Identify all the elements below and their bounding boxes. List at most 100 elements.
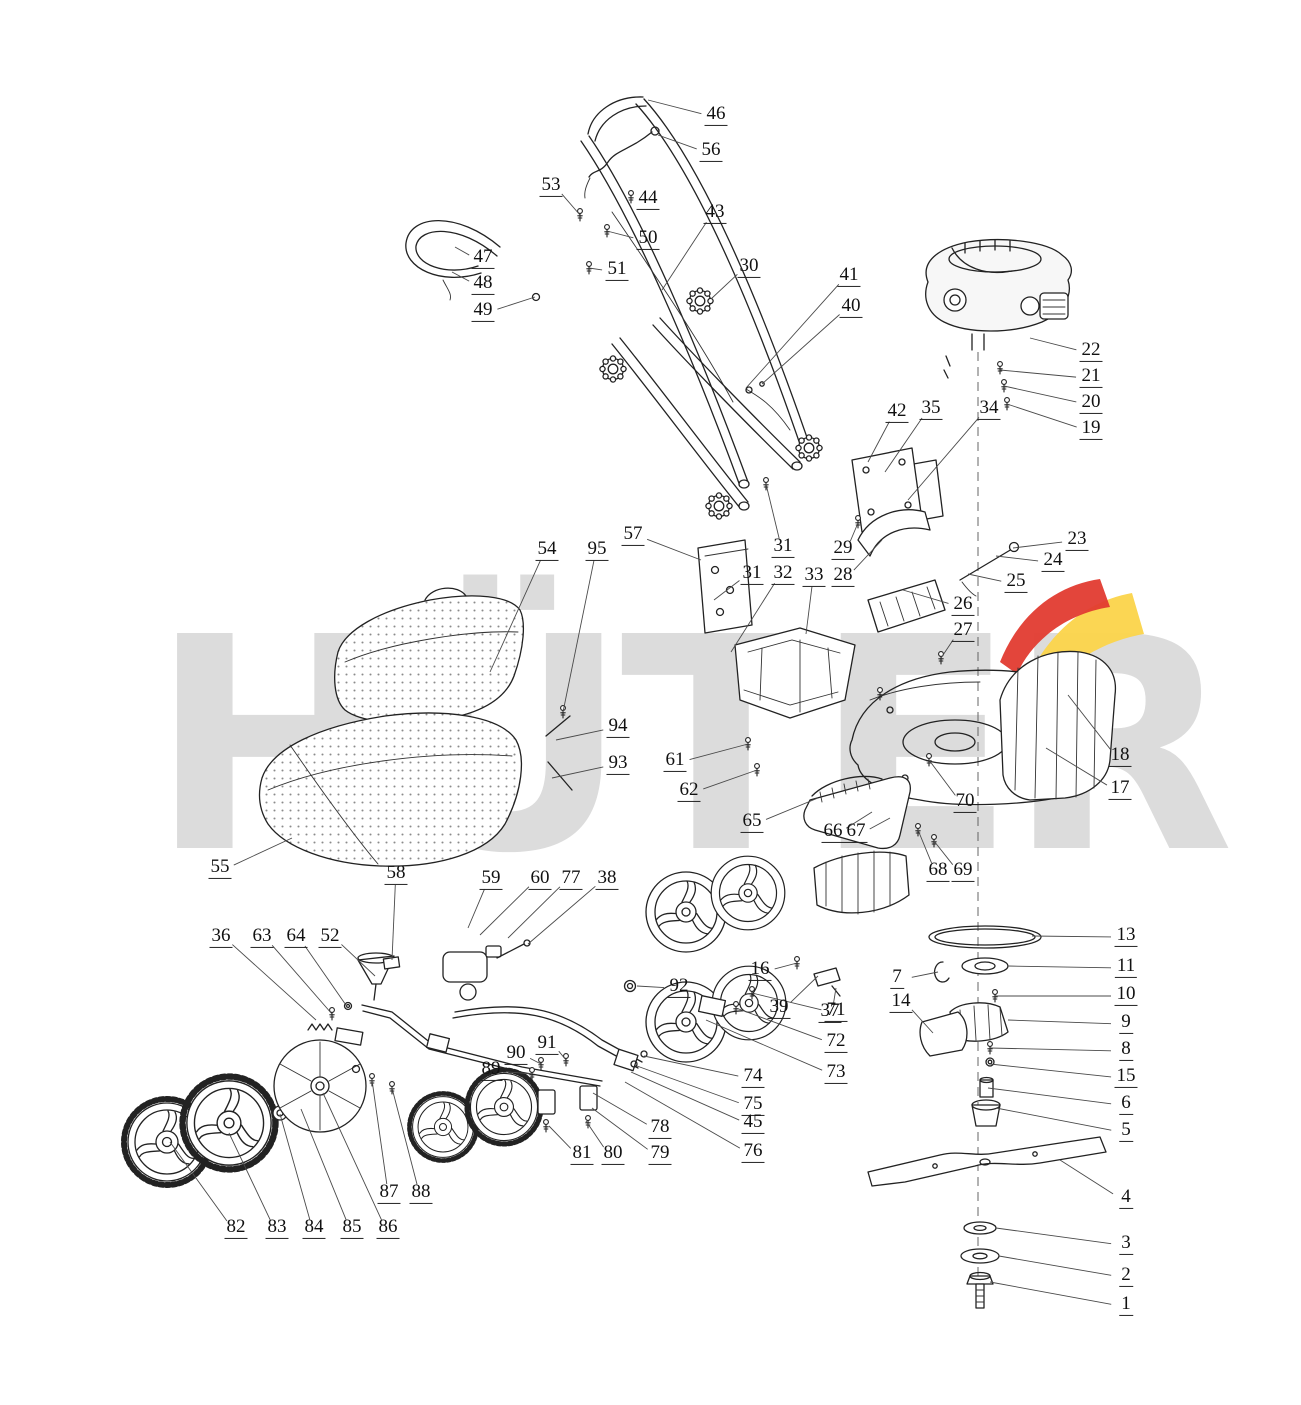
leader-line-74 bbox=[643, 1055, 739, 1077]
leader-line-49 bbox=[497, 296, 536, 310]
leader-line-22 bbox=[1029, 337, 1077, 351]
leader-line-51 bbox=[588, 267, 603, 271]
leader-line-55 bbox=[233, 837, 293, 866]
leader-line-48 bbox=[451, 271, 470, 282]
leader-line-1 bbox=[989, 1281, 1112, 1305]
engine-drawing bbox=[925, 239, 1073, 411]
wheel-disc-drawing bbox=[273, 1039, 367, 1133]
leader-line-58 bbox=[391, 884, 396, 961]
leader-line-87 bbox=[371, 1079, 388, 1185]
mid-hardware-drawing bbox=[369, 956, 598, 1133]
leader-line-94 bbox=[555, 729, 604, 741]
leader-line-8 bbox=[989, 1047, 1112, 1052]
leader-line-89 bbox=[505, 1071, 533, 1075]
leader-line-82 bbox=[169, 1141, 228, 1222]
leader-line-37 bbox=[833, 987, 837, 1004]
spring-cluster-drawing bbox=[307, 1001, 364, 1046]
leader-line-15 bbox=[989, 1063, 1112, 1078]
leader-line-33 bbox=[805, 586, 813, 635]
drive-stack-drawing bbox=[919, 925, 1042, 1127]
leader-line-52 bbox=[341, 944, 376, 977]
leader-line-31 bbox=[765, 483, 780, 539]
cable-drawing bbox=[584, 126, 660, 199]
leader-line-64 bbox=[304, 945, 349, 1009]
leader-line-17 bbox=[1045, 747, 1108, 786]
leader-line-13 bbox=[1031, 935, 1112, 938]
leader-line-36 bbox=[232, 944, 317, 1021]
leader-line-81 bbox=[548, 1125, 572, 1149]
leader-line-34 bbox=[907, 417, 980, 501]
leader-line-25 bbox=[967, 573, 1002, 582]
leader-line-75 bbox=[636, 1065, 739, 1104]
leader-line-70 bbox=[928, 759, 956, 796]
leader-line-93 bbox=[551, 766, 604, 779]
leader-line-18 bbox=[1067, 694, 1111, 750]
leader-line-91 bbox=[558, 1050, 567, 1061]
grass-bag-drawing bbox=[258, 712, 522, 867]
leader-line-88 bbox=[391, 1087, 418, 1185]
leader-line-7 bbox=[911, 971, 939, 978]
leader-line-35 bbox=[884, 417, 923, 473]
leader-line-61 bbox=[689, 743, 749, 761]
leader-line-77 bbox=[507, 886, 561, 939]
leader-line-86 bbox=[322, 1092, 382, 1221]
leader-line-28 bbox=[853, 539, 883, 571]
leader-line-29 bbox=[849, 522, 859, 542]
leader-line-67 bbox=[869, 817, 891, 830]
leader-line-4 bbox=[1059, 1159, 1114, 1195]
leader-line-79 bbox=[591, 1107, 648, 1150]
leader-line-69 bbox=[933, 840, 954, 865]
leader-line-56 bbox=[657, 134, 697, 150]
front-cover-drawing bbox=[803, 775, 911, 915]
leader-line-47 bbox=[454, 246, 470, 256]
leader-line-2 bbox=[998, 1255, 1112, 1276]
leader-line-84 bbox=[279, 1113, 311, 1220]
leader-line-45 bbox=[630, 1071, 740, 1121]
leader-line-46 bbox=[647, 99, 702, 115]
leader-line-76 bbox=[624, 1081, 741, 1149]
height-rod-drawing bbox=[959, 541, 1020, 597]
leader-line-43 bbox=[661, 221, 707, 291]
loop-handle-drawing bbox=[405, 219, 541, 302]
guard-33-drawing bbox=[734, 627, 856, 719]
leader-line-14 bbox=[911, 1009, 934, 1034]
leader-line-68 bbox=[917, 829, 932, 864]
leader-line-90 bbox=[529, 1057, 542, 1065]
leader-line-5 bbox=[995, 1107, 1112, 1131]
leader-line-59 bbox=[467, 888, 485, 929]
chute-drawing bbox=[855, 509, 946, 633]
leader-line-32 bbox=[730, 583, 775, 653]
leader-line-73 bbox=[705, 1019, 823, 1071]
leader-line-53 bbox=[561, 193, 581, 216]
leader-line-11 bbox=[1007, 965, 1112, 969]
leader-line-19 bbox=[1006, 403, 1077, 428]
leader-line-72 bbox=[735, 1007, 822, 1041]
leader-line-38 bbox=[527, 885, 596, 945]
lower-handle-drawing bbox=[611, 317, 803, 511]
leader-line-9 bbox=[1007, 1019, 1112, 1025]
leader-line-23 bbox=[1012, 541, 1063, 549]
leader-line-66 bbox=[845, 811, 873, 829]
leader-line-27 bbox=[940, 639, 954, 659]
leader-line-30 bbox=[710, 273, 738, 300]
leader-line-95 bbox=[562, 560, 595, 713]
axles-drawing bbox=[361, 1004, 643, 1087]
leader-line-44 bbox=[630, 196, 634, 199]
carb-drawing bbox=[442, 939, 531, 1001]
leader-lines bbox=[169, 99, 1114, 1305]
watermark-swoosh-red bbox=[1000, 579, 1110, 674]
leader-line-62 bbox=[703, 769, 758, 790]
leader-line-50 bbox=[606, 230, 634, 239]
leader-line-24 bbox=[995, 555, 1039, 562]
blade-fasteners-drawing bbox=[960, 1221, 1000, 1309]
leader-line-20 bbox=[1003, 385, 1077, 403]
leader-line-3 bbox=[995, 1227, 1112, 1245]
bag-cover-drawing bbox=[334, 587, 524, 724]
leader-line-71 bbox=[751, 992, 822, 1011]
bracket-57-drawing bbox=[697, 539, 753, 634]
leader-line-26 bbox=[902, 589, 949, 604]
upper-handle-drawing bbox=[580, 96, 814, 489]
leader-line-57 bbox=[646, 538, 702, 561]
front-wheels-drawing bbox=[623, 855, 787, 1063]
